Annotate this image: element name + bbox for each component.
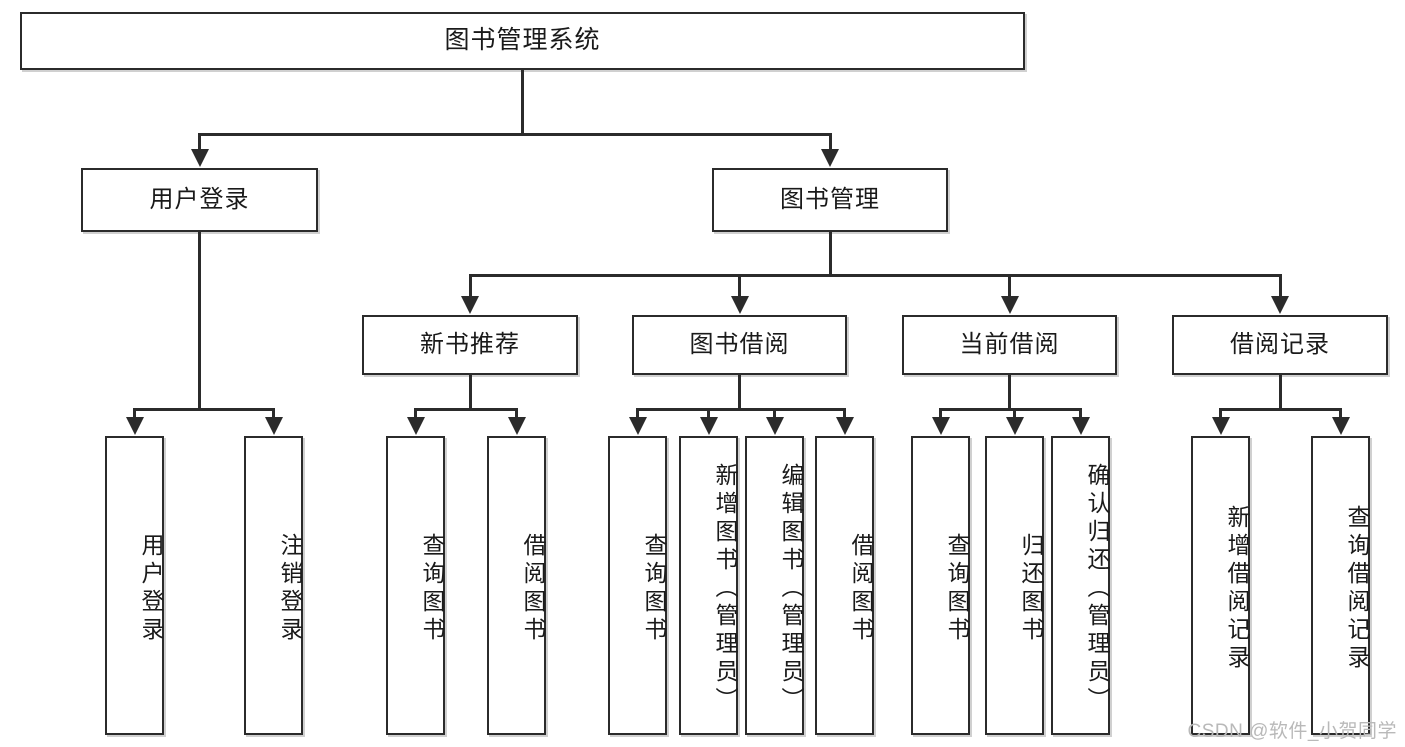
arrow-head-icon: [507, 417, 526, 435]
node-leaf-edit-book[interactable]: 编辑图书（管理员）: [745, 436, 804, 735]
connector-user-login-drop: [272, 408, 275, 418]
connector-book-borrow-drop: [843, 408, 846, 418]
connector-book-borrow-drop: [707, 408, 710, 418]
connector-new-book-rec-drop: [414, 408, 417, 418]
arrow-head-icon: [628, 417, 647, 435]
arrow-head-icon: [1005, 417, 1024, 435]
node-borrow-record[interactable]: 借阅记录: [1172, 315, 1388, 375]
node-leaf-query-record[interactable]: 查询借阅记录: [1311, 436, 1370, 735]
node-leaf-confirm-return[interactable]: 确认归还（管理员）: [1051, 436, 1110, 735]
arrow-head-icon: [461, 296, 479, 314]
connector-current-borrow-drop: [939, 408, 942, 418]
connector-new-book-rec-bus: [415, 408, 517, 411]
arrow-head-icon: [730, 296, 749, 314]
connector-admin-bus: [470, 274, 1280, 277]
connector-borrow-record-drop: [1339, 408, 1342, 418]
connector-current-borrow-drop: [1013, 408, 1016, 418]
node-leaf-add-book[interactable]: 新增图书（管理员）: [679, 436, 738, 735]
connector-book-borrow-drop: [636, 408, 639, 418]
node-book-borrow[interactable]: 图书借阅: [632, 315, 847, 375]
connector-borrow-record-stem: [1278, 375, 1282, 408]
connector-borrow-record-bus: [1220, 408, 1341, 411]
connector-admin-drop: [468, 274, 472, 297]
connector-admin-drop: [738, 274, 741, 297]
connector-user-login-drop: [133, 408, 136, 418]
arrow-head-icon: [765, 417, 784, 435]
arrow-head-icon: [1071, 417, 1090, 435]
connector-admin-stem: [828, 232, 832, 274]
connector-book-borrow-drop: [773, 408, 776, 418]
connector-admin-drop: [1008, 274, 1011, 297]
connector-admin-drop: [1278, 274, 1282, 297]
node-user-login[interactable]: 用户登录: [81, 168, 318, 232]
arrow-head-icon: [125, 417, 144, 435]
arrow-head-icon: [835, 417, 854, 435]
connector-new-book-rec-drop: [515, 408, 518, 418]
node-new-book-recommend[interactable]: 新书推荐: [362, 315, 578, 375]
connector-borrow-record-drop: [1219, 408, 1222, 418]
arrow-head-icon: [699, 417, 718, 435]
arrow-head-icon: [931, 417, 950, 435]
node-leaf-query-book-cur[interactable]: 查询图书: [911, 436, 970, 735]
connector-current-borrow-stem: [1008, 375, 1011, 408]
node-leaf-user-logout[interactable]: 注销登录: [244, 436, 303, 735]
connector-current-borrow-bus: [940, 408, 1081, 411]
arrow-head-icon: [406, 417, 425, 435]
node-book-management[interactable]: 图书管理: [712, 168, 948, 232]
connector-book-borrow-stem: [738, 375, 741, 408]
arrow-head-icon: [1271, 296, 1289, 314]
node-leaf-borrow-book-rec[interactable]: 借阅图书: [487, 436, 546, 735]
connector-root-drop: [828, 133, 832, 150]
arrow-head-icon: [821, 149, 839, 167]
connector-user-login-bus: [134, 408, 274, 411]
connector-new-book-rec-stem: [468, 375, 472, 408]
node-leaf-query-book[interactable]: 查询图书: [608, 436, 667, 735]
node-leaf-borrow-book[interactable]: 借阅图书: [815, 436, 874, 735]
node-leaf-add-record[interactable]: 新增借阅记录: [1191, 436, 1250, 735]
node-leaf-return-book[interactable]: 归还图书: [985, 436, 1044, 735]
connector-root-stem: [521, 70, 524, 133]
connector-root-drop: [198, 133, 201, 150]
node-leaf-query-book-rec[interactable]: 查询图书: [386, 436, 445, 735]
node-current-borrow[interactable]: 当前借阅: [902, 315, 1117, 375]
connector-user-login-stem: [198, 232, 201, 408]
arrow-head-icon: [264, 417, 283, 435]
arrow-head-icon: [190, 149, 209, 167]
arrow-head-icon: [1211, 417, 1230, 435]
arrow-head-icon: [1331, 417, 1350, 435]
node-leaf-user-login[interactable]: 用户登录: [105, 436, 164, 735]
connector-book-borrow-bus: [637, 408, 845, 411]
arrow-head-icon: [1000, 296, 1019, 314]
connector-current-borrow-drop: [1079, 408, 1082, 418]
connector-root-bus: [199, 133, 830, 136]
node-root-book-management-system[interactable]: 图书管理系统: [20, 12, 1025, 70]
